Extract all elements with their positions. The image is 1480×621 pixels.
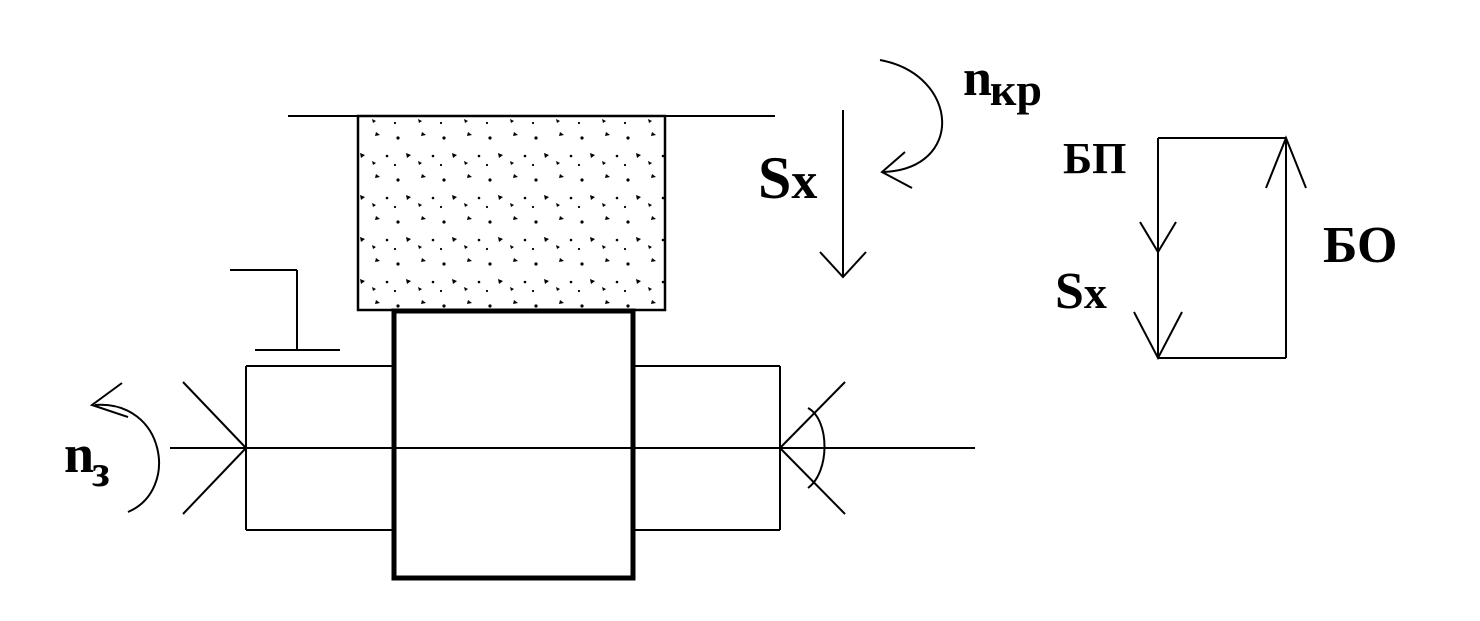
label-n-z-main: n xyxy=(64,424,94,484)
label-sx-cycle-main: S xyxy=(1055,263,1084,320)
workpiece-rotation-arrow xyxy=(89,382,161,513)
label-bp: БП xyxy=(1063,134,1126,183)
label-sx-wheel-main: S xyxy=(758,145,791,211)
label-sx-cycle-sub: x xyxy=(1084,267,1107,318)
label-bo: БО xyxy=(1323,217,1397,274)
label-sx-cycle: Sx xyxy=(1055,263,1107,320)
right-center-icon xyxy=(779,381,846,515)
label-n-kr-main: n xyxy=(963,50,992,107)
workpiece-shaft xyxy=(245,365,781,531)
wheel-rotation-arrow xyxy=(879,59,944,189)
label-sx-wheel: Sx xyxy=(758,145,817,211)
grinding-wheel xyxy=(356,114,667,312)
workpiece-body xyxy=(391,308,636,581)
feed-cycle-diagram xyxy=(1133,135,1307,361)
label-n-kr: nкр xyxy=(963,50,1042,115)
rest-bracket xyxy=(230,269,340,351)
label-n-z-sub: з xyxy=(92,447,110,496)
wheel-feed-arrow xyxy=(819,110,867,279)
label-n-z: nз xyxy=(64,424,110,496)
left-center-icon xyxy=(182,381,247,515)
label-n-kr-sub: кр xyxy=(990,64,1042,115)
label-sx-wheel-sub: x xyxy=(791,153,817,210)
